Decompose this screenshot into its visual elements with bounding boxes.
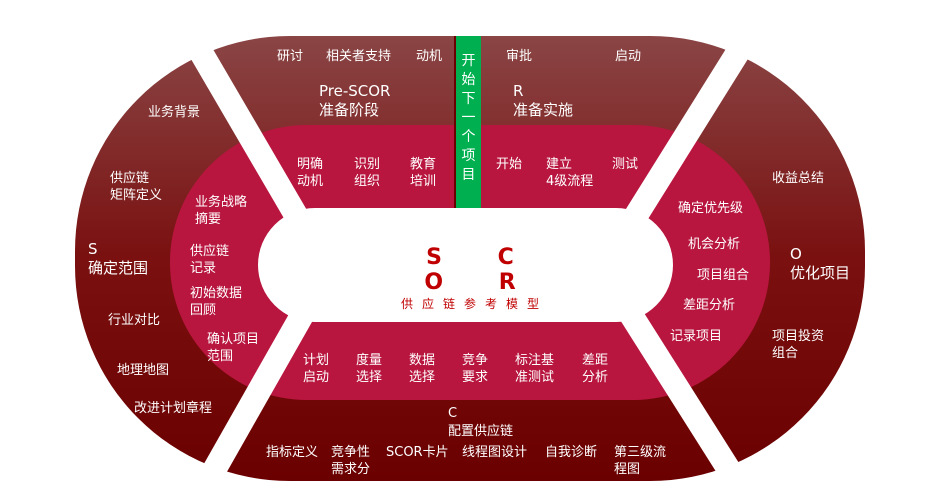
c-phase: C [448, 406, 458, 421]
c-inner-5: 差距 分析 [582, 353, 609, 385]
pre-outer-2: 动机 [416, 49, 443, 64]
pre-phase: Pre-SCOR [319, 82, 391, 100]
o-inner-4: 记录项目 [670, 329, 723, 344]
s-outer-1: 供应链 矩阵定义 [110, 171, 163, 203]
c-outer-1: 竞争性 需求分 [331, 445, 371, 477]
c-name: 配置供应链 [448, 424, 514, 439]
start-next-project-bar: 开始下一个项目 [456, 36, 481, 208]
pre-outer-0: 研讨 [277, 49, 304, 64]
r-phase: R [513, 82, 524, 100]
s-outer-2: 行业对比 [108, 313, 161, 328]
s-inner-0: 业务战略 摘要 [195, 195, 248, 227]
c-outer-2: SCOR卡片 [386, 445, 449, 460]
o-outer-1: 项目投资 组合 [772, 329, 825, 361]
o-outer-0: 收益总结 [772, 171, 825, 186]
s-name: 确定范围 [88, 259, 149, 277]
center-title: S C O R [424, 245, 540, 295]
pre-outer-1: 相关者支持 [326, 49, 392, 64]
pre-inner-0: 明确 动机 [297, 157, 324, 189]
pre-inner-2: 教育 培训 [410, 157, 437, 189]
s-outer-3: 地理地图 [117, 363, 170, 378]
pre-name: 准备阶段 [319, 101, 380, 119]
segment-dividers [174, 18, 766, 499]
c-inner-0: 计划 启动 [303, 353, 330, 385]
s-outer-4: 改进计划章程 [134, 401, 213, 416]
r-outer-1: 启动 [615, 49, 642, 64]
center-subtitle: 供应链参考模型 [400, 297, 548, 311]
center-hole [258, 208, 673, 322]
r-inner-2: 测试 [612, 157, 639, 172]
s-inner-1: 供应链 记录 [190, 244, 230, 276]
o-phase: O [790, 245, 802, 263]
c-inner-2: 数据 选择 [409, 353, 436, 385]
c-outer-3: 线程图设计 [462, 445, 528, 460]
c-outer-5: 第三级流 程图 [614, 445, 667, 477]
r-inner-1: 建立 4级流程 [546, 157, 594, 189]
center-label: S C O R 供应链参考模型 [380, 245, 560, 312]
c-inner-4: 标注基 准测试 [515, 353, 555, 385]
pre-inner-1: 识别 组织 [354, 157, 381, 189]
r-outer-0: 审批 [506, 49, 533, 64]
s-phase: S [88, 240, 98, 258]
o-inner-2: 项目组合 [697, 268, 750, 283]
s-inner-2: 初始数据 回顾 [190, 286, 243, 318]
o-inner-0: 确定优先级 [678, 201, 744, 216]
r-inner-0: 开始 [496, 157, 523, 172]
o-inner-1: 机会分析 [688, 237, 741, 252]
c-inner-1: 度量 选择 [356, 353, 383, 385]
c-outer-0: 指标定义 [266, 445, 319, 460]
c-outer-4: 自我诊断 [545, 445, 598, 460]
r-name: 准备实施 [513, 101, 574, 119]
s-inner-3: 确认项目 范围 [207, 332, 260, 364]
c-inner-3: 竞争 要求 [462, 353, 489, 385]
s-outer-0: 业务背景 [148, 105, 201, 120]
o-name: 优化项目 [790, 264, 851, 282]
o-inner-3: 差距分析 [683, 298, 736, 313]
